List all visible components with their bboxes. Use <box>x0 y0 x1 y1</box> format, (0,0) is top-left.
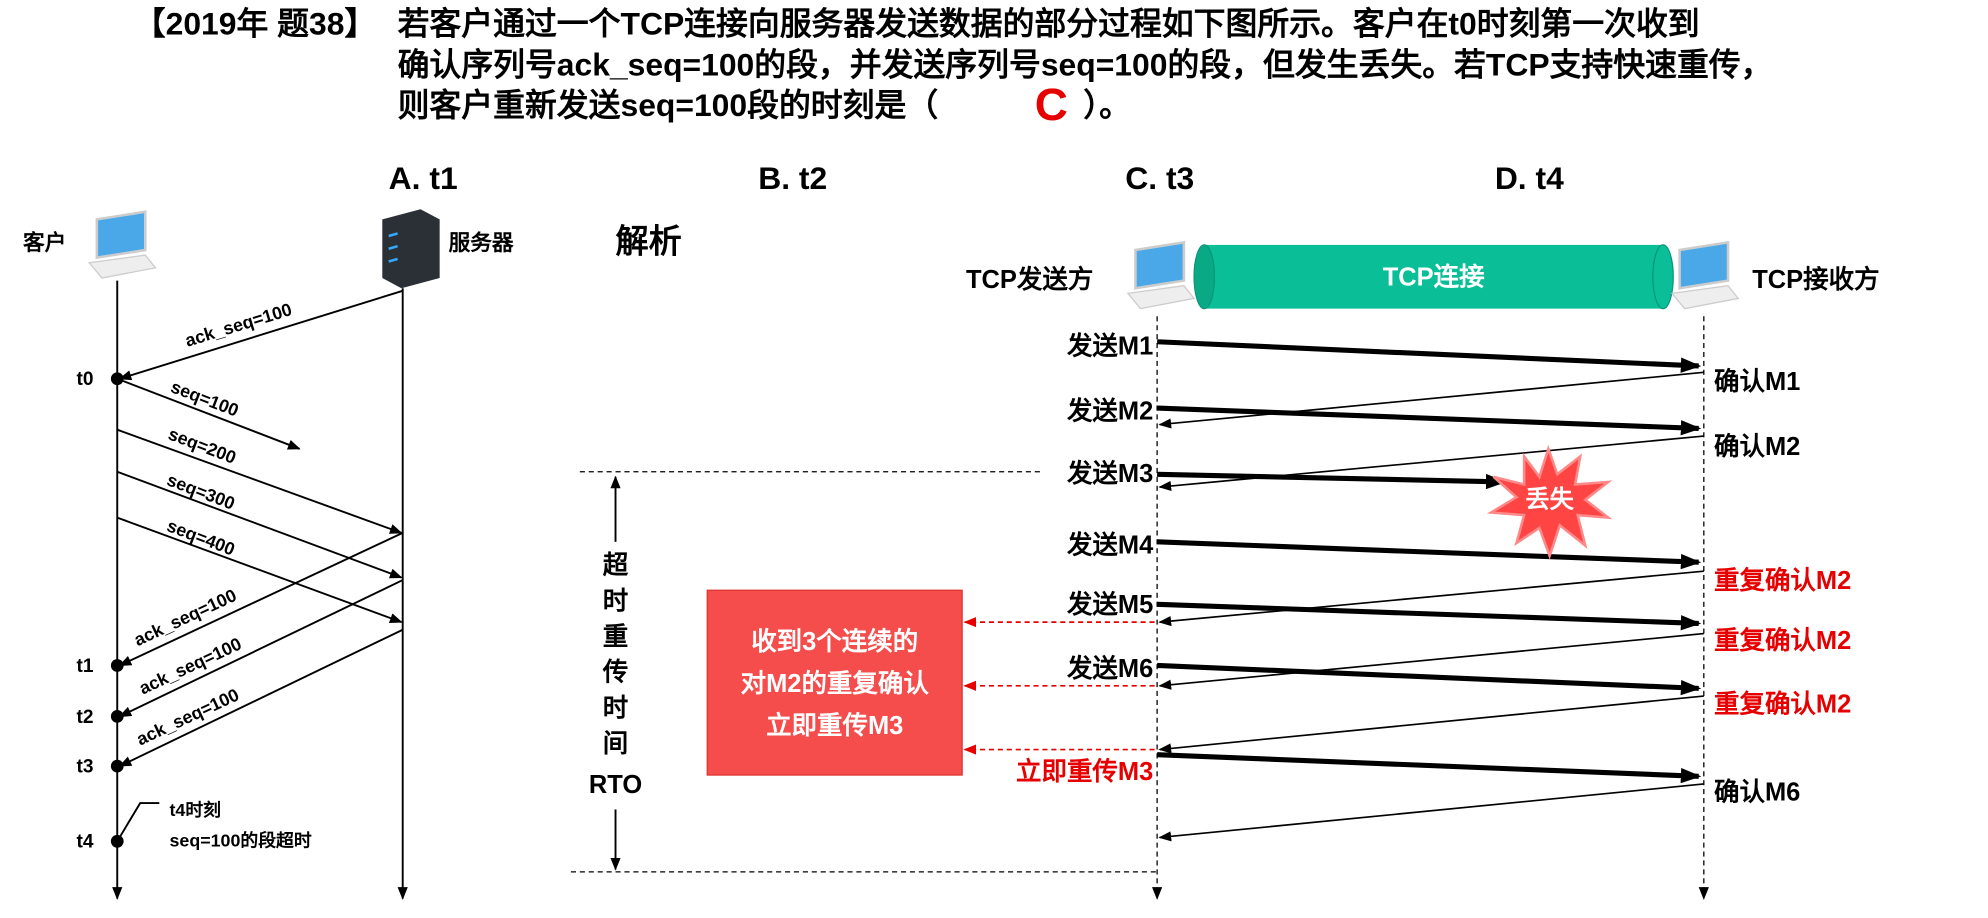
time-t2: t2 <box>76 707 93 728</box>
question-end: ）。 <box>1083 87 1131 123</box>
time-t4: t4 <box>76 832 93 853</box>
lost-label: 丢失 <box>1525 486 1574 513</box>
answer: C <box>1035 78 1068 130</box>
svg-text:立即重传M3: 立即重传M3 <box>766 711 903 740</box>
ack-arrows <box>1158 371 1704 842</box>
fast-retransmit-arrows <box>963 617 1155 755</box>
question-line-2: 确认序列号ack_seq=100的段，并发送序列号seq=100的段，但发生丢失… <box>398 46 1773 82</box>
svg-text:RTO: RTO <box>589 771 642 799</box>
sender-label: TCP发送方 <box>966 265 1093 294</box>
send-m4: 发送M4 <box>1066 530 1154 559</box>
option-d: D. t4 <box>1495 160 1564 196</box>
left-diagram: 客户 服务器 t0 t1 t2 t3 t4 ack_seq=100 seq=10… <box>23 209 514 900</box>
option-b: B. t2 <box>758 160 827 196</box>
msg-label: ack_seq=100 <box>183 299 295 350</box>
msg-label: seq=100 <box>168 377 241 421</box>
send-m3: 发送M3 <box>1066 459 1153 488</box>
left-arrows <box>116 289 404 842</box>
question-line-3: 则客户重新发送seq=100段的时刻是（ <box>398 87 939 123</box>
receiver-label: TCP接收方 <box>1752 265 1879 294</box>
svg-text:传: 传 <box>602 659 628 687</box>
tcp-connection: TCP连接 <box>1193 244 1674 310</box>
client-label: 客户 <box>23 230 66 255</box>
svg-text:对M2的重复确认: 对M2的重复确认 <box>741 669 930 698</box>
option-c: C. t3 <box>1125 160 1194 196</box>
dup-ack-1: 重复确认M2 <box>1714 566 1851 595</box>
msg-label: seq=300 <box>164 470 237 514</box>
timeout-note-2: seq=100的段超时 <box>169 829 311 850</box>
connection-label: TCP连接 <box>1383 264 1485 292</box>
time-t0: t0 <box>76 369 93 390</box>
option-a: A. t1 <box>389 160 458 196</box>
svg-text:时: 时 <box>603 694 628 722</box>
send-m6: 发送M6 <box>1066 654 1153 683</box>
msg-label: seq=400 <box>164 515 237 559</box>
svg-text:超: 超 <box>603 551 629 580</box>
svg-text:间: 间 <box>603 730 628 758</box>
lost-burst-icon: 丢失 <box>1486 444 1613 560</box>
ack-m6: 确认M6 <box>1714 778 1800 807</box>
server-label: 服务器 <box>449 230 514 255</box>
retransmit-label: 立即重传M3 <box>1016 757 1153 786</box>
svg-text:收到3个连续的: 收到3个连续的 <box>751 627 918 656</box>
dup-ack-2: 重复确认M2 <box>1714 626 1851 655</box>
svg-text:时: 时 <box>603 587 628 615</box>
analysis-heading: 解析 <box>616 224 682 261</box>
receiver-laptop-icon <box>1670 241 1740 310</box>
ack-m1: 确认M1 <box>1714 367 1800 396</box>
question-line-1: 若客户通过一个TCP连接向服务器发送数据的部分过程如下图所示。客户在t0时刻第一… <box>398 6 1700 42</box>
timeout-note-1: t4时刻 <box>169 799 221 820</box>
send-m2: 发送M2 <box>1066 396 1153 425</box>
client-laptop-icon <box>87 210 157 280</box>
question-tag: 【2019年 题38】 <box>134 6 376 42</box>
fast-retransmit-box: 收到3个连续的 对M2的重复确认 立即重传M3 <box>706 589 963 776</box>
time-t3: t3 <box>76 756 93 777</box>
svg-text:重: 重 <box>603 623 628 651</box>
server-icon <box>382 209 440 289</box>
dup-ack-3: 重复确认M2 <box>1714 690 1851 719</box>
sender-laptop-icon <box>1126 241 1196 310</box>
time-t1: t1 <box>76 656 93 677</box>
question: 【2019年 题38】 若客户通过一个TCP连接向服务器发送数据的部分过程如下图… <box>134 6 1773 196</box>
send-m1: 发送M1 <box>1066 332 1153 361</box>
ack-m2: 确认M2 <box>1714 432 1800 461</box>
send-arrows <box>1157 339 1702 784</box>
send-m5: 发送M5 <box>1066 590 1153 619</box>
